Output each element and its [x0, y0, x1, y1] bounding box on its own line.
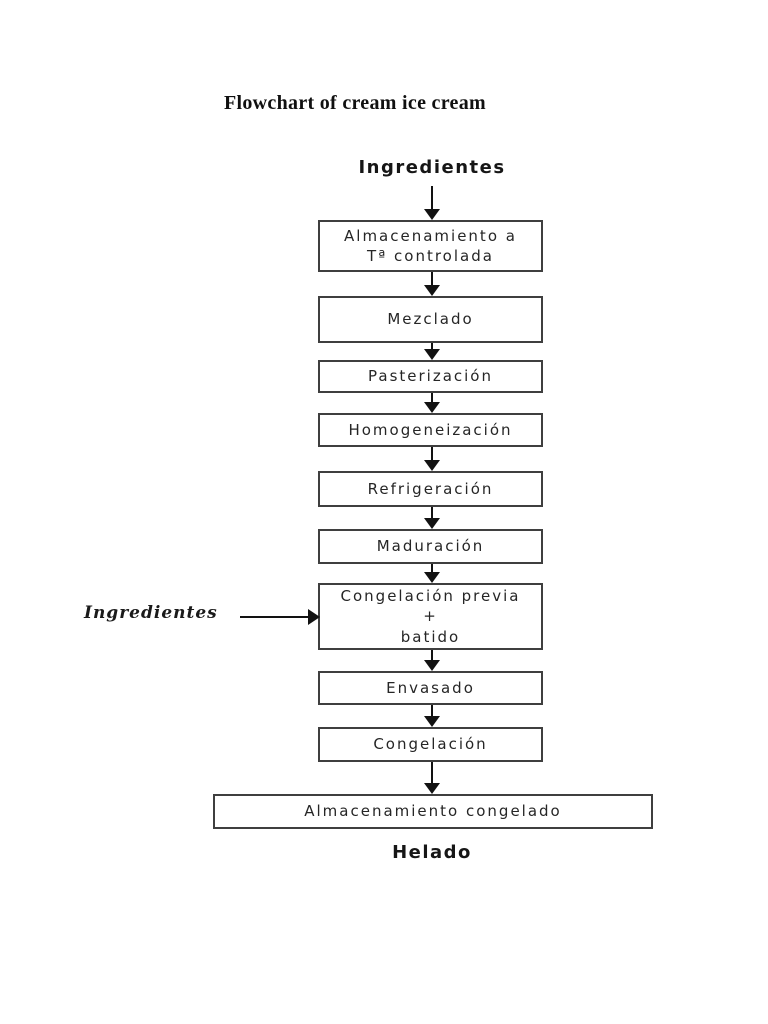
arrow-stem [431, 762, 433, 785]
down-arrow-5 [424, 447, 440, 471]
down-arrow-7 [424, 564, 440, 583]
arrow-stem [431, 507, 433, 520]
node-congelacion: Congelación [318, 727, 543, 762]
arrow-head-icon [424, 783, 440, 794]
node-label: Pasterización [368, 367, 493, 386]
arrow-stem [431, 272, 433, 287]
arrow-head-icon [424, 460, 440, 471]
down-arrow-3 [424, 343, 440, 360]
side-ingredientes-label: Ingredientes [84, 603, 218, 623]
arrow-head-icon [424, 285, 440, 296]
down-arrow-2 [424, 272, 440, 296]
arrow-stem [431, 186, 433, 211]
arrow-head-icon [424, 518, 440, 529]
node-label: Homogeneización [348, 420, 513, 439]
flow-start-label: Ingredientes [358, 157, 506, 178]
node-pasterizacion: Pasterización [318, 360, 543, 393]
arrow-stem [431, 650, 433, 662]
node-maduracion: Maduración [318, 529, 543, 564]
down-arrow-4 [424, 393, 440, 413]
arrow-head-icon [308, 609, 320, 625]
node-envasado: Envasado [318, 671, 543, 705]
node-almacenamiento-congelado: Almacenamiento congelado [213, 794, 653, 829]
arrow-stem [431, 343, 433, 351]
down-arrow-1 [424, 186, 440, 220]
node-label: Maduración [376, 537, 485, 556]
down-arrow-6 [424, 507, 440, 529]
arrow-stem [431, 393, 433, 404]
down-arrow-10 [424, 762, 440, 794]
down-arrow-9 [424, 705, 440, 727]
node-label: Congelación previa + batido [340, 587, 521, 646]
arrow-head-icon [424, 716, 440, 727]
node-label: Mezclado [387, 310, 474, 329]
node-mezclado: Mezclado [318, 296, 543, 343]
node-label: Refrigeración [367, 479, 494, 498]
node-almacenamiento-temp-controlada: Almacenamiento a Tª controlada [318, 220, 543, 272]
arrow-stem [431, 564, 433, 574]
arrow-head-icon [424, 349, 440, 360]
arrow-stem [431, 447, 433, 462]
down-arrow-8 [424, 650, 440, 671]
node-label: Congelación [373, 735, 488, 754]
node-homogeneizacion: Homogeneización [318, 413, 543, 447]
node-label: Almacenamiento a Tª controlada [344, 226, 517, 265]
node-label: Almacenamiento congelado [304, 802, 562, 821]
arrow-head-icon [424, 209, 440, 220]
arrow-head-icon [424, 402, 440, 413]
node-label: Envasado [386, 678, 475, 697]
arrow-head-icon [424, 660, 440, 671]
flow-end-label: Helado [392, 842, 472, 863]
arrow-stem [240, 616, 310, 618]
arrow-head-icon [424, 572, 440, 583]
node-congelacion-previa-batido: Congelación previa + batido [318, 583, 543, 650]
side-ingredientes-right-arrow [240, 609, 320, 625]
document-title: Flowchart of cream ice cream [224, 92, 486, 114]
node-refrigeracion: Refrigeración [318, 471, 543, 507]
arrow-stem [431, 705, 433, 718]
